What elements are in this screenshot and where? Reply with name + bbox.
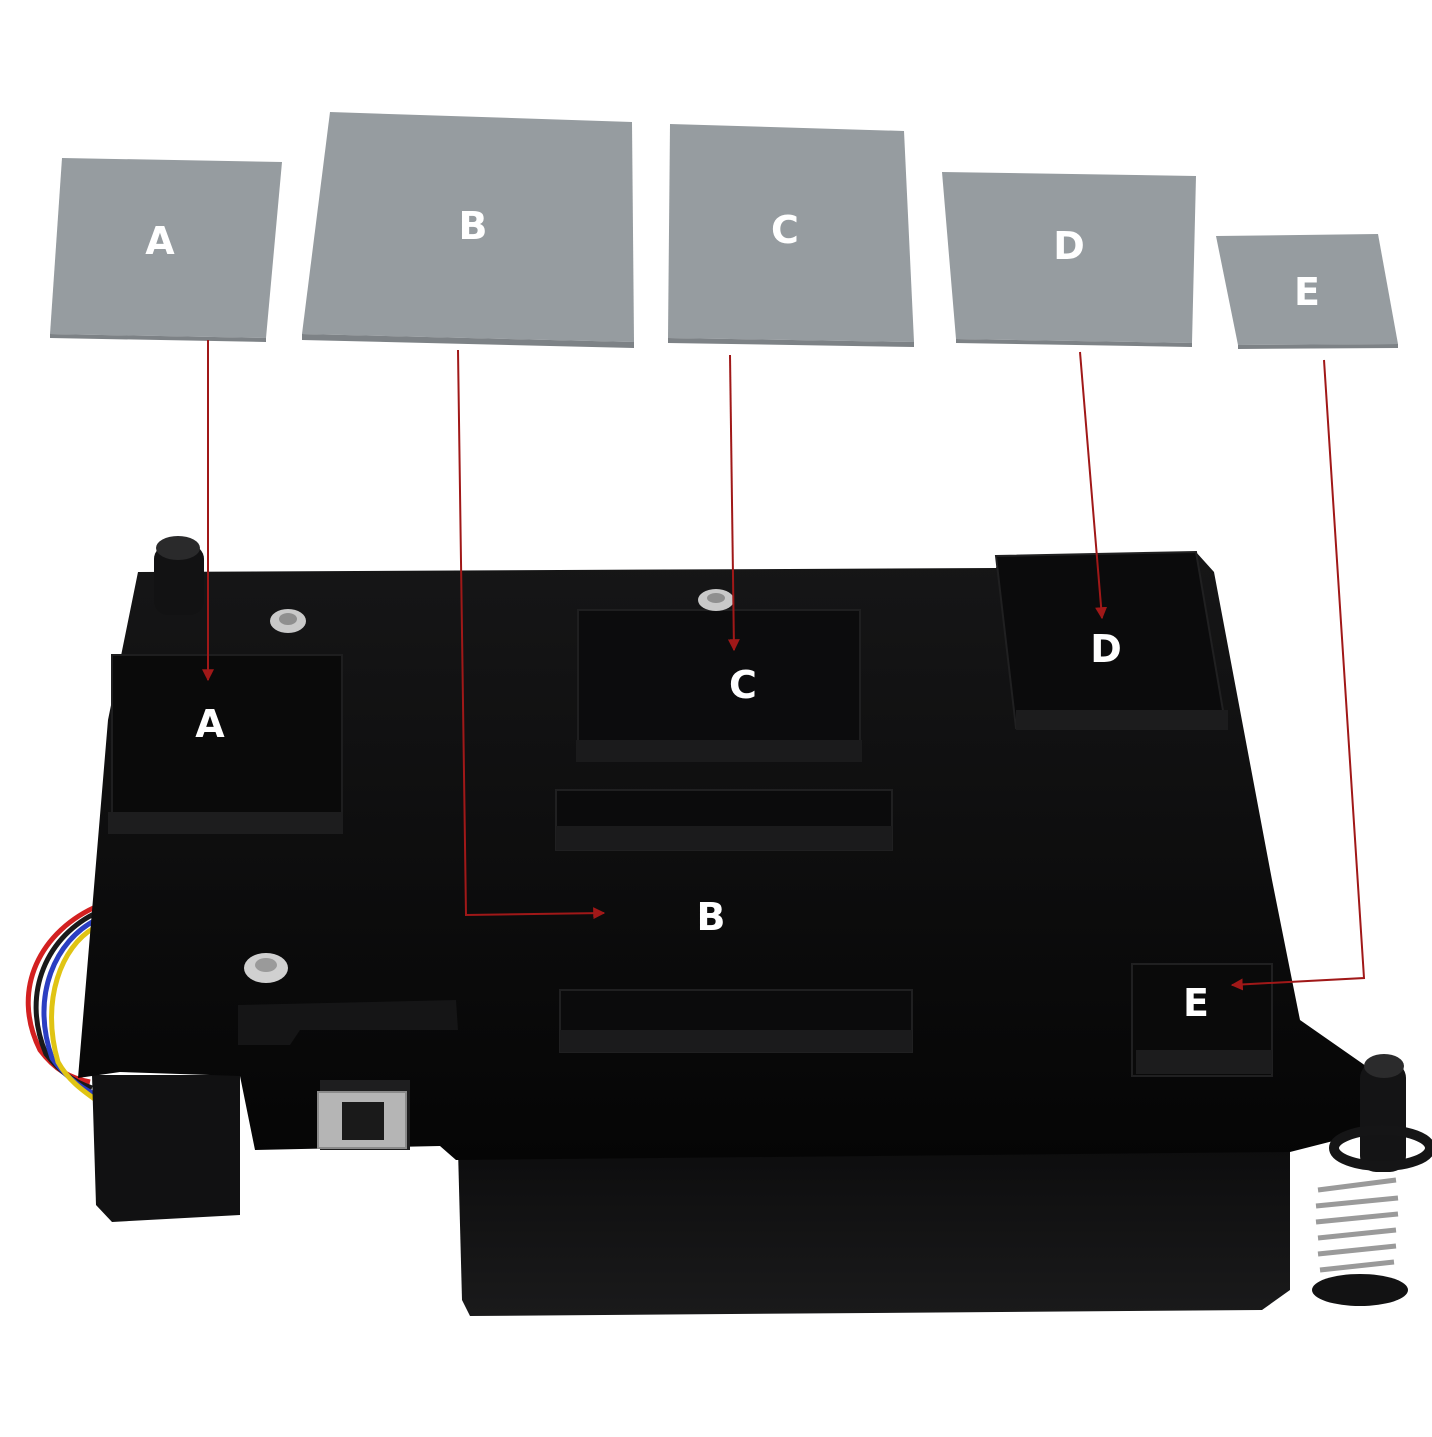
heatsink-label-a: A <box>195 702 225 746</box>
leader-line-b <box>457 349 606 920</box>
leader-line-e <box>1230 359 1366 991</box>
heatsink <box>78 536 1432 1316</box>
pad-b: B <box>302 112 634 348</box>
heatsink-label-d: D <box>1090 627 1122 671</box>
push-pin-left <box>154 536 204 615</box>
screw-icon <box>698 589 734 611</box>
pad-a-label: A <box>145 219 175 263</box>
fan-cable <box>25 902 101 1103</box>
leader-line-c <box>727 354 740 652</box>
pad-a: A <box>50 158 282 342</box>
leader-line-d <box>1079 351 1108 620</box>
heatsink-label-e: E <box>1183 981 1209 1025</box>
pad-b-label: B <box>459 204 488 248</box>
pad-e: E <box>1216 234 1398 349</box>
pad-c-label: C <box>771 208 799 252</box>
heatsink-label-c: C <box>729 663 757 707</box>
push-pin-spring <box>1312 1054 1432 1306</box>
pad-e-label: E <box>1294 270 1320 314</box>
pad-d-label: D <box>1053 224 1085 268</box>
pad-c: C <box>668 124 914 347</box>
pad-d: D <box>942 172 1196 347</box>
heatsink-label-b: B <box>697 895 726 939</box>
screw-icon <box>244 953 288 983</box>
screw-icon <box>270 609 306 633</box>
leader-lines <box>202 340 1366 991</box>
